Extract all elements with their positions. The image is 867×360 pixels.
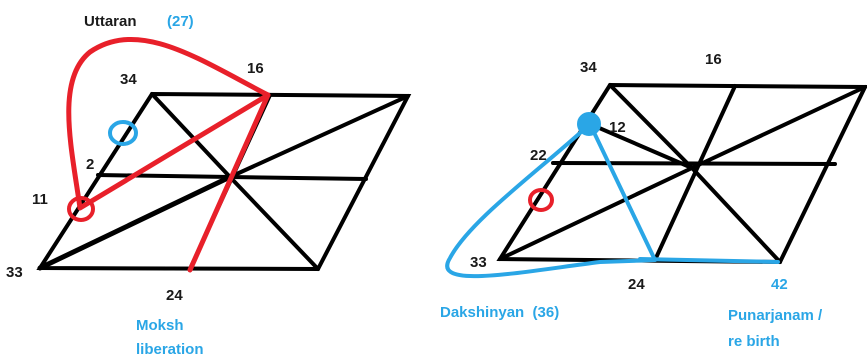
right-diagonal-top-left <box>608 83 694 170</box>
right-caption-rebirth: re birth <box>728 333 780 350</box>
left-title-count: (27) <box>167 13 194 30</box>
blue-loop-path <box>445 122 657 279</box>
left-label-24: 24 <box>166 287 183 304</box>
left-label-33: 33 <box>6 264 23 281</box>
left-caption-moksh: Moksh <box>136 317 184 334</box>
right-label-12: 12 <box>609 119 626 136</box>
left-diagonal-bottom-right <box>228 175 320 271</box>
blue-circle-marker-left <box>108 120 138 146</box>
right-diagonal-top-right <box>690 85 867 170</box>
right-blue-overlay <box>445 112 780 279</box>
left-label-34: 34 <box>120 71 137 88</box>
right-label-16: 16 <box>705 51 722 68</box>
right-grid <box>496 82 867 265</box>
left-diagonal-bottom-left <box>37 174 233 271</box>
right-label-34: 34 <box>580 59 597 76</box>
left-label-11: 11 <box>32 191 48 208</box>
red-circle-marker <box>67 196 95 222</box>
red-loop-path <box>66 36 271 211</box>
left-title: Uttaran <box>84 13 137 30</box>
right-label-33: 33 <box>470 254 487 271</box>
red-line-to-24 <box>187 92 271 273</box>
left-diagonal-top-left <box>150 92 232 179</box>
left-red-overlay <box>66 36 271 273</box>
blue-line-to-42 <box>638 257 780 264</box>
right-midline-horizontal <box>551 161 837 166</box>
right-label-24: 24 <box>628 276 645 293</box>
left-caption-liberation: liberation <box>136 341 204 358</box>
right-caption-dakshinyan: Dakshinyan (36) <box>440 304 559 321</box>
right-connector-12-center <box>588 122 694 170</box>
left-diagram: Uttaran (27) 34 16 2 11 33 24 Moksh libe… <box>6 13 412 358</box>
right-diagonal-bottom-right <box>690 166 782 264</box>
right-label-42: 42 <box>771 276 788 293</box>
blue-dot-12 <box>577 112 601 136</box>
right-label-22: 22 <box>530 147 547 164</box>
left-label-2: 2 <box>86 156 94 173</box>
left-label-16: 16 <box>247 60 264 77</box>
red-circle-marker-right <box>528 188 554 212</box>
right-diagonal-bottom-left <box>498 166 694 261</box>
right-diagram: 34 16 12 22 33 24 42 Dakshinyan (36) Pun… <box>440 51 867 350</box>
left-diagonal-top-right <box>228 94 410 179</box>
right-caption-punarjanam: Punarjanam / <box>728 307 823 324</box>
